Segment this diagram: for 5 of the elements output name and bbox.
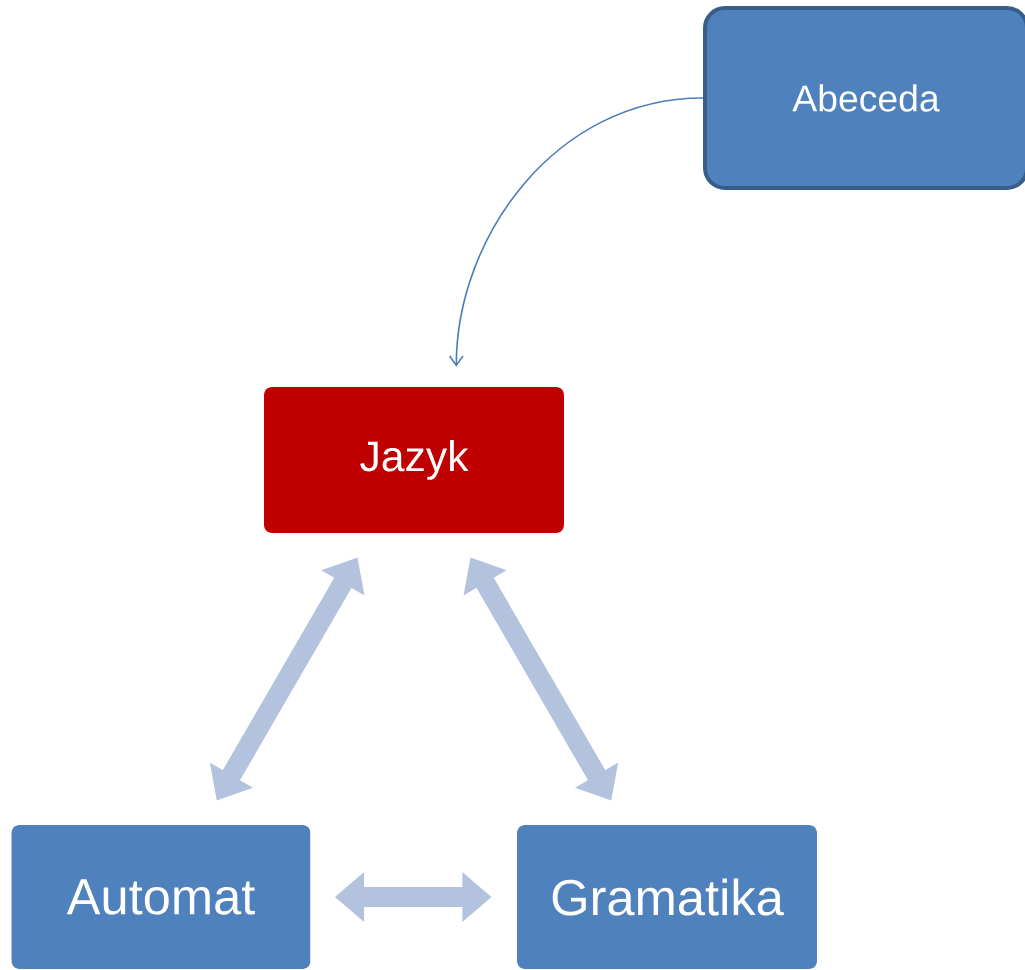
process-box: Automat [11, 825, 311, 969]
arrow [448, 97, 704, 367]
process-box: Abeceda [703, 6, 1025, 190]
process-box: Jazyk [264, 387, 564, 533]
process-box: Gramatika [517, 825, 817, 969]
